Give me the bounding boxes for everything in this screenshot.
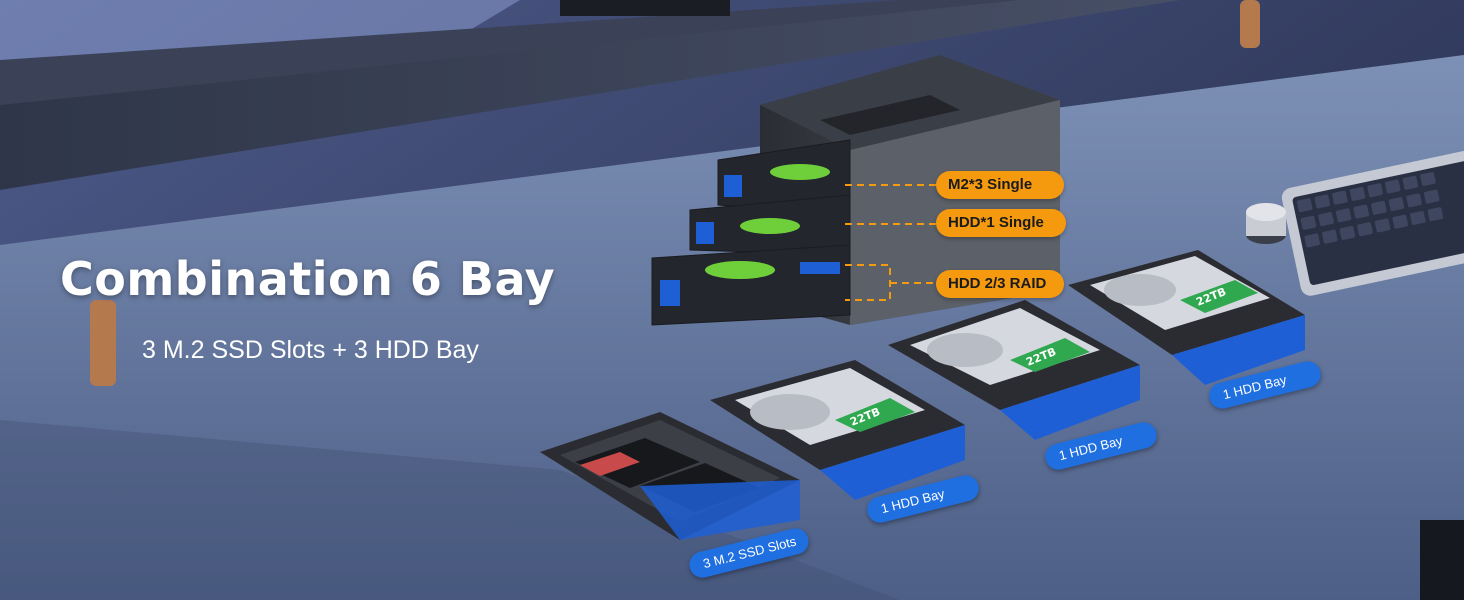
monitor-stand bbox=[560, 0, 730, 16]
hdd-tray-2 bbox=[888, 300, 1140, 440]
knob-top bbox=[1246, 203, 1286, 221]
hdd-tray-1 bbox=[710, 360, 965, 500]
shelf-leg-left bbox=[90, 300, 116, 386]
subheadline: 3 M.2 SSD Slots + 3 HDD Bay bbox=[142, 336, 479, 364]
desk-surface bbox=[0, 55, 1464, 600]
callout-hdd-raid: HDD 2/3 RAID bbox=[936, 270, 1064, 298]
headline: Combination 6 Bay bbox=[60, 252, 556, 306]
desk-leg bbox=[1420, 520, 1464, 600]
monitor-shelf bbox=[0, 0, 1180, 190]
shelf-leg-right bbox=[1240, 0, 1260, 48]
keyboard bbox=[1281, 150, 1464, 296]
callout-m2-single: M2*3 Single bbox=[936, 171, 1064, 199]
monitor-shelf-top bbox=[0, 0, 1020, 105]
hdd-tray-3 bbox=[1068, 250, 1305, 385]
m2-tray bbox=[540, 412, 800, 540]
callout-hdd-single: HDD*1 Single bbox=[936, 209, 1066, 237]
desk-shadow bbox=[0, 420, 900, 600]
enclosure bbox=[651, 55, 1060, 326]
callout-connectors bbox=[845, 184, 936, 301]
